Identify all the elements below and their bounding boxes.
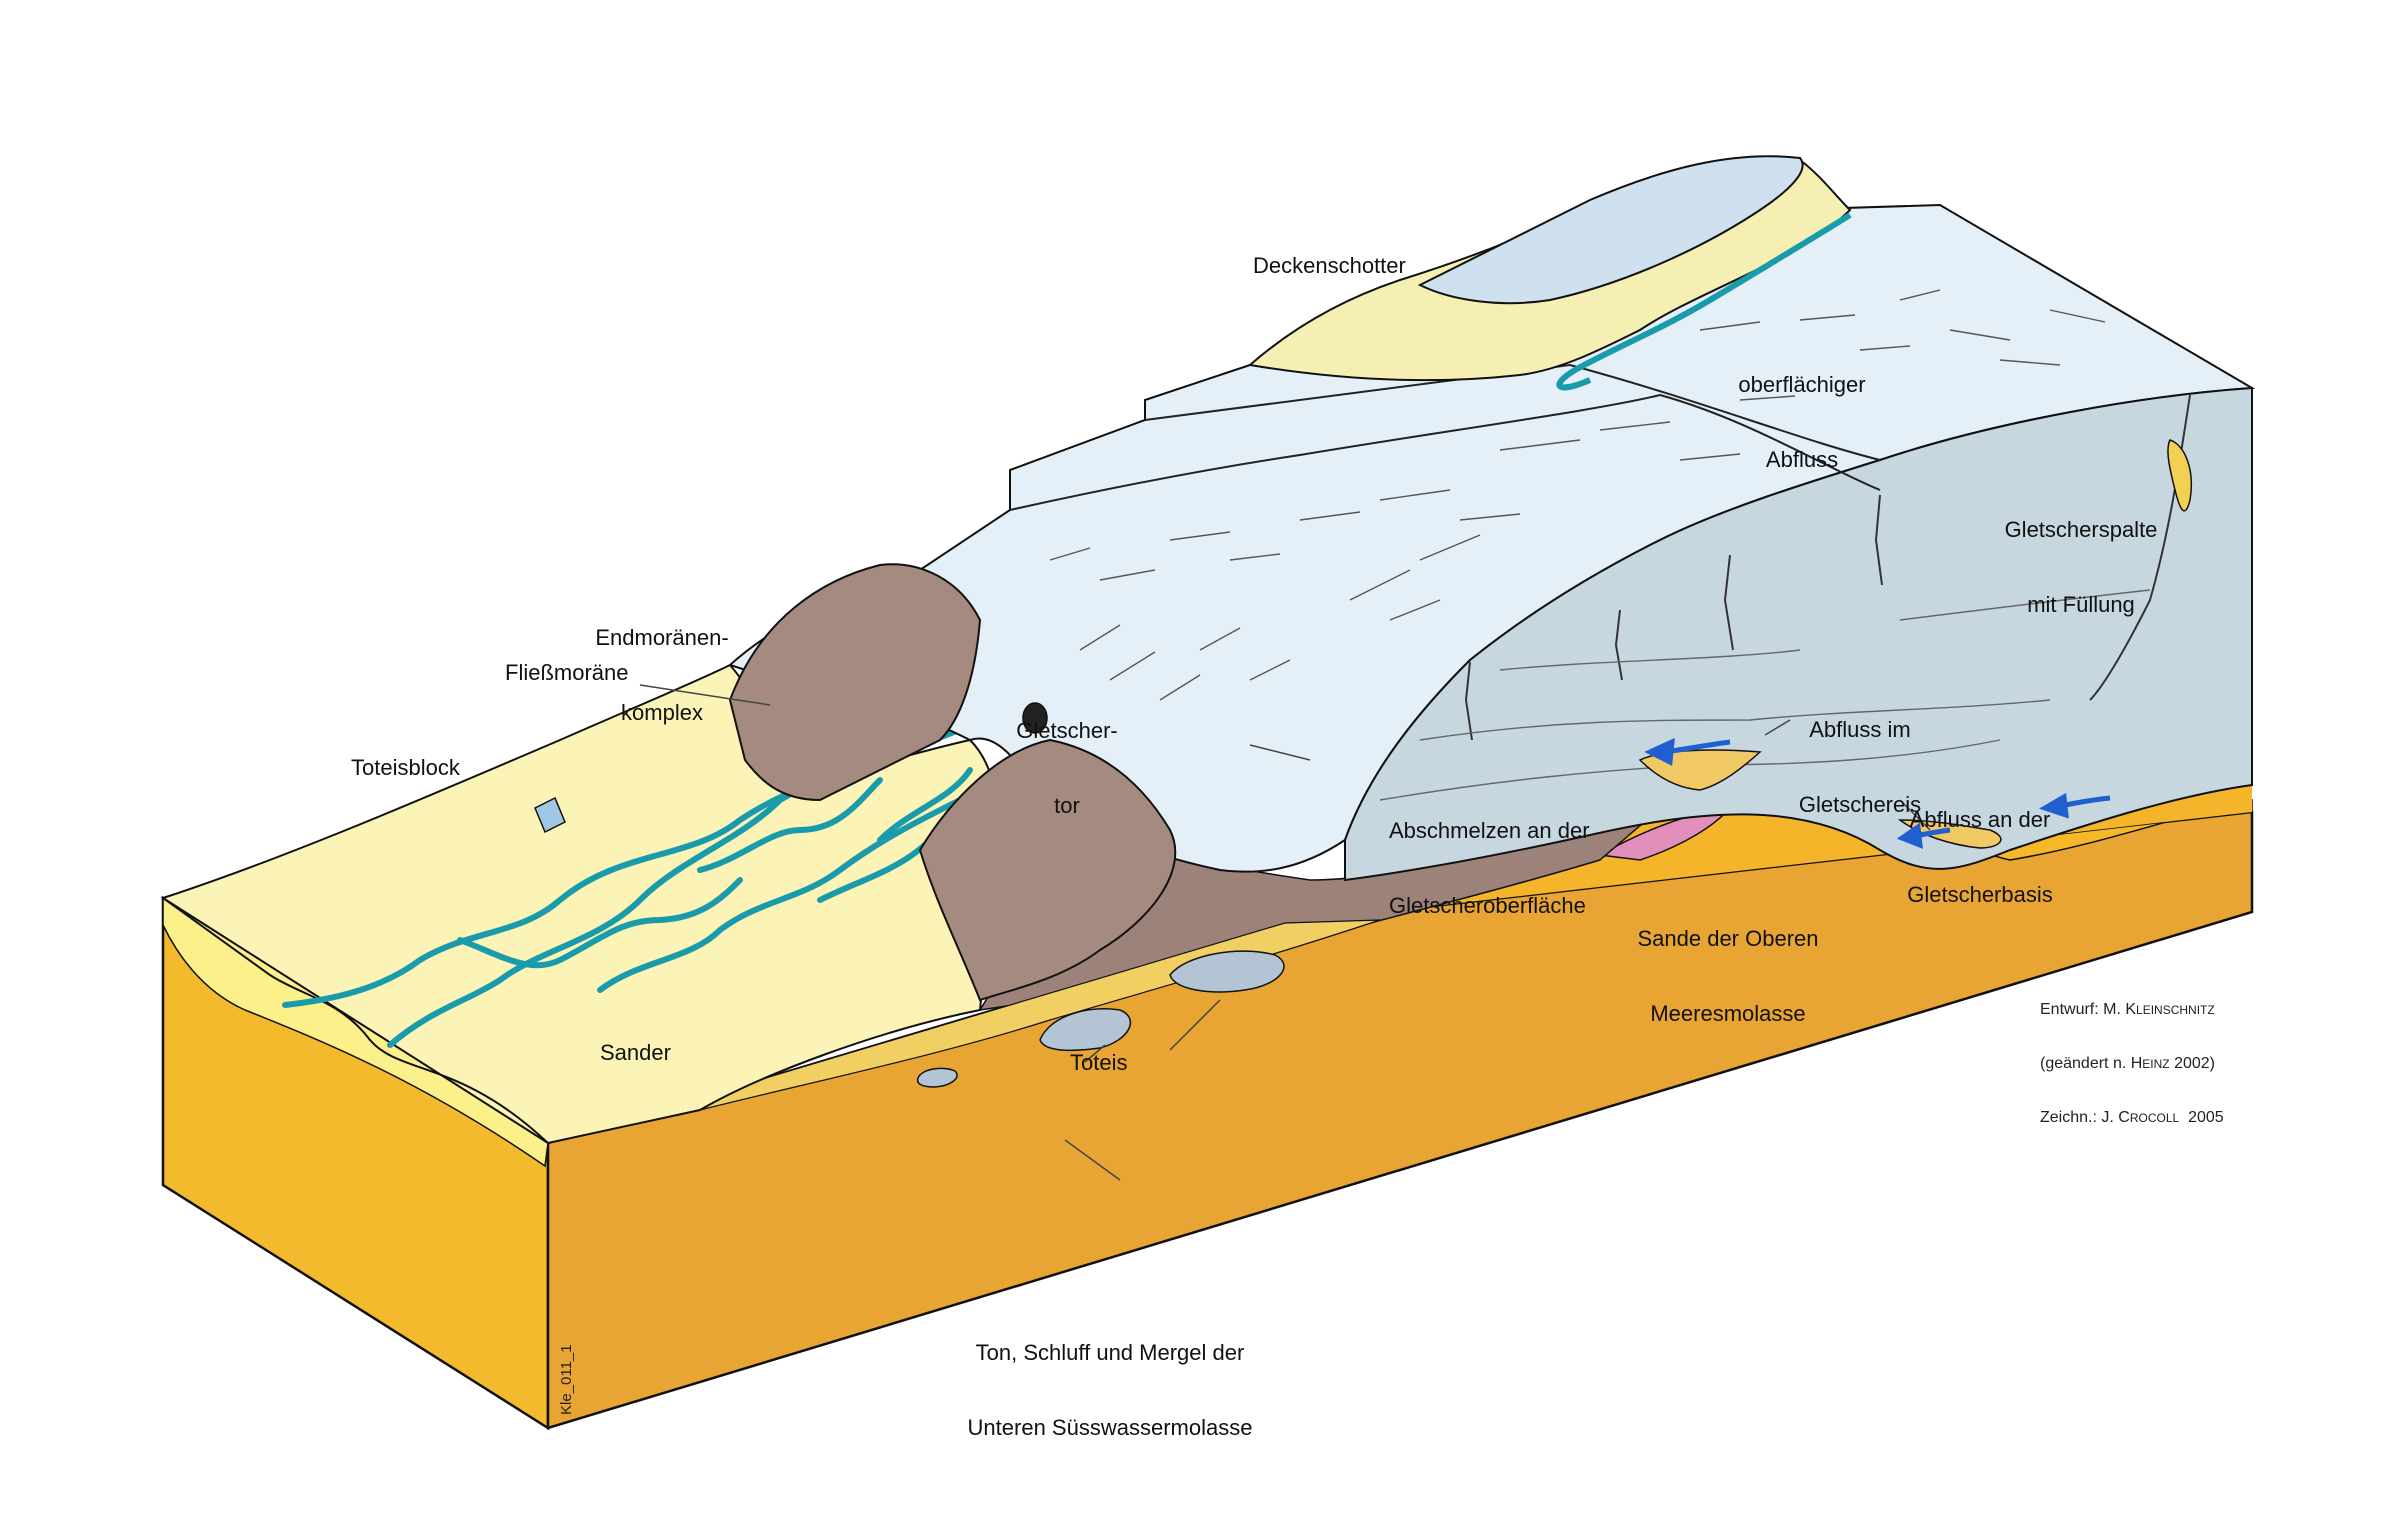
- label-fliessmoraene: Fließmoräne: [505, 660, 629, 685]
- label-abschmelzen-line1: Abschmelzen an der: [1389, 818, 1590, 843]
- label-toteis: Toteis: [1070, 1050, 1128, 1075]
- label-sande-line1: Sande der Oberen: [1637, 926, 1819, 951]
- sand-layer-main: [1050, 785, 2252, 990]
- leader-lines: [639, 684, 1931, 1181]
- credit-zeichn: Zeichn.: J. Crocoll 2005: [2040, 1109, 2224, 1126]
- glacier-portal: [1022, 702, 1048, 734]
- label-ton-line2: Unteren Süsswassermolasse: [967, 1415, 1253, 1440]
- sander-end-edge: [162, 896, 549, 1168]
- label-gletscherspalte-line2: mit Füllung: [2027, 592, 2135, 617]
- surface-meltwater-stream: [1556, 212, 1852, 391]
- end-moraine-left: [728, 563, 982, 802]
- figure-code: Kle_011_1: [558, 1344, 575, 1415]
- label-abfluss-basis-line1: Abfluss an der: [1909, 807, 2051, 832]
- label-sande-obere-meeresmolasse: Sande der Oberen Meeresmolasse: [1618, 876, 1838, 1051]
- dead-ice-block: [534, 796, 566, 834]
- label-gletscherspalte: Gletscherspalte mit Füllung: [1976, 467, 2186, 642]
- end-moraine-right: [918, 738, 1177, 1002]
- toteis-lens-1: [1169, 950, 1285, 993]
- toteis-lens-3: [916, 1067, 958, 1088]
- toteis-lens-2: [1039, 1008, 1132, 1052]
- label-abfluss-basis-line2: Gletscherbasis: [1907, 882, 2053, 907]
- label-oberflaechiger-abfluss: oberflächiger Abfluss: [1722, 322, 1882, 497]
- credit-geaendert: (geändert n. Heinz 2002): [2040, 1055, 2216, 1072]
- label-abfluss-gletschereis: Abfluss im Gletschereis: [1775, 667, 1945, 842]
- label-oberflaechiger-line1: oberflächiger: [1738, 372, 1866, 397]
- subglacial-deposit: [1897, 819, 2002, 849]
- glacier-cross-section: [1344, 386, 2253, 882]
- credit-entwurf: Entwurf: M. Kleinschnitz: [2040, 1001, 2215, 1018]
- label-abschmelzen-line2: Gletscheroberfläche: [1389, 893, 1586, 918]
- label-sande-line2: Meeresmolasse: [1650, 1001, 1806, 1026]
- credits-block: Entwurf: M. Kleinschnitz (geändert n. He…: [2040, 965, 2224, 1145]
- label-abfluss-gletschereis-line1: Abfluss im: [1809, 717, 1911, 742]
- cross-section-flow-lines: [1379, 589, 2151, 801]
- label-ton-schluff-mergel: Ton, Schluff und Mergel der Unteren Süss…: [940, 1290, 1280, 1465]
- label-abfluss-gletscherbasis: Abfluss an der Gletscherbasis: [1885, 757, 2075, 932]
- sander-edge: [162, 897, 549, 1144]
- ice-surface-cracks: [1049, 289, 2106, 701]
- ice-cap: [1417, 155, 1804, 305]
- flow-arrows: [1644, 737, 2111, 849]
- label-deckenschotter: Deckenschotter: [1253, 253, 1406, 278]
- label-endmoraenen-line2: komplex: [621, 700, 703, 725]
- label-ton-line1: Ton, Schluff und Mergel der: [975, 1340, 1245, 1365]
- label-endmoraenenkomplex: Endmoränen- komplex: [592, 575, 732, 750]
- label-gletschertor-line2: tor: [1054, 793, 1080, 818]
- label-abfluss-gletschereis-line2: Gletschereis: [1798, 792, 1922, 817]
- label-oberflaechiger-line2: Abfluss: [1765, 447, 1839, 472]
- label-gletschertor-line1: Gletscher-: [1016, 718, 1118, 743]
- label-gletscherspalte-line1: Gletscherspalte: [2004, 517, 2158, 542]
- label-sander: Sander: [600, 1040, 671, 1065]
- label-gletschertor: Gletscher- tor: [1007, 668, 1127, 843]
- label-toteisblock: Toteisblock: [351, 755, 460, 780]
- label-endmoraenen-line1: Endmoränen-: [595, 625, 729, 650]
- label-abschmelzen: Abschmelzen an der Gletscheroberfläche: [1389, 768, 1590, 943]
- crevasse-fill-column: [2167, 439, 2192, 512]
